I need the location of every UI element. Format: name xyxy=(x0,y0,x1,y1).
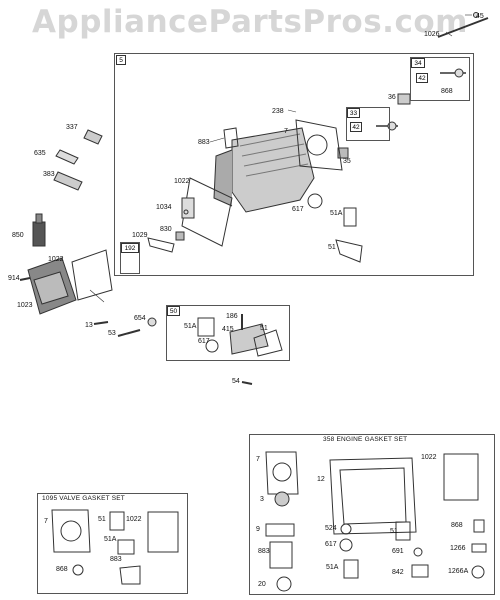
part-callout: 830 xyxy=(160,226,172,233)
part-callout: 53 xyxy=(108,330,116,337)
part-callout: 51 xyxy=(260,325,268,332)
part-callout: 842 xyxy=(392,569,404,576)
part-callout: 868 xyxy=(451,522,463,529)
part-callout: 9 xyxy=(256,526,260,533)
part-callout: 1022 xyxy=(421,454,437,461)
kit-number-box: 42 xyxy=(350,122,362,132)
engine-gasket-set-box xyxy=(249,434,495,595)
part-callout: 20 xyxy=(258,581,266,588)
part-callout: 1026 xyxy=(424,31,440,38)
part-callout: 635 xyxy=(34,150,46,157)
part-callout: 51A xyxy=(330,210,343,217)
kit-number-box: 192 xyxy=(121,243,139,253)
part-callout: 883 xyxy=(110,556,122,563)
valve-kit-box xyxy=(346,107,390,141)
part-callout: 1266A xyxy=(448,568,469,575)
part-callout: 415 xyxy=(222,326,234,333)
part-callout: 51A xyxy=(184,323,197,330)
part-callout: 51 xyxy=(98,516,106,523)
part-callout: 1022 xyxy=(174,178,190,185)
part-callout: 35 xyxy=(343,158,351,165)
kit-number-box: 42 xyxy=(416,73,428,83)
part-callout: 45 xyxy=(476,13,484,20)
part-callout: 51 xyxy=(390,528,398,535)
kit-number-box: 34 xyxy=(411,58,425,68)
part-callout: 7 xyxy=(256,456,260,463)
part-callout: 850 xyxy=(12,232,24,239)
part-callout: 337 xyxy=(66,124,78,131)
part-callout: 1022 xyxy=(126,516,142,523)
valve-kit-box xyxy=(410,57,470,101)
part-callout: 7 xyxy=(44,518,48,525)
cylinder-head-group-box xyxy=(114,53,474,276)
part-callout: 51A xyxy=(326,564,339,571)
part-callout: 1266 xyxy=(450,545,466,552)
engine-gasket-set-title: 358 ENGINE GASKET SET xyxy=(323,436,408,443)
part-callout: 383 xyxy=(43,171,55,178)
part-callout: 1029 xyxy=(132,232,148,239)
part-callout: 1034 xyxy=(156,204,172,211)
part-callout: 691 xyxy=(392,548,404,555)
group-number-box: 5 xyxy=(116,55,126,65)
part-callout: 617 xyxy=(292,206,304,213)
part-callout: 186 xyxy=(226,313,238,320)
part-callout: 868 xyxy=(56,566,68,573)
part-callout: 617 xyxy=(198,338,210,345)
watermark: AppliancePartsPros.com xyxy=(32,4,468,40)
kit-number-box: 50 xyxy=(167,306,180,316)
kit-number-box: 33 xyxy=(347,108,360,118)
part-callout: 51A xyxy=(104,536,117,543)
part-callout: 883 xyxy=(258,548,270,555)
part-callout: 524 xyxy=(325,525,337,532)
part-callout: 238 xyxy=(272,108,284,115)
part-callout: 51 xyxy=(328,244,336,251)
part-callout: 883 xyxy=(198,139,210,146)
part-callout: 36 xyxy=(388,94,396,101)
part-kit-box xyxy=(120,242,140,274)
part-callout: 12 xyxy=(317,476,325,483)
part-callout: 7 xyxy=(284,128,288,135)
part-callout: 914 xyxy=(8,275,20,282)
valve-gasket-set-title: 1095 VALVE GASKET SET xyxy=(42,495,125,502)
intake-group-box xyxy=(166,305,290,361)
part-callout: 654 xyxy=(134,315,146,322)
part-callout: 868 xyxy=(441,88,453,95)
part-callout: 1022 xyxy=(48,256,64,263)
valve-gasket-set-box xyxy=(37,493,188,594)
part-callout: 1023 xyxy=(17,302,33,309)
part-callout: 54 xyxy=(232,378,240,385)
part-callout: 13 xyxy=(85,322,93,329)
part-callout: 617 xyxy=(325,541,337,548)
part-callout: 3 xyxy=(260,496,264,503)
